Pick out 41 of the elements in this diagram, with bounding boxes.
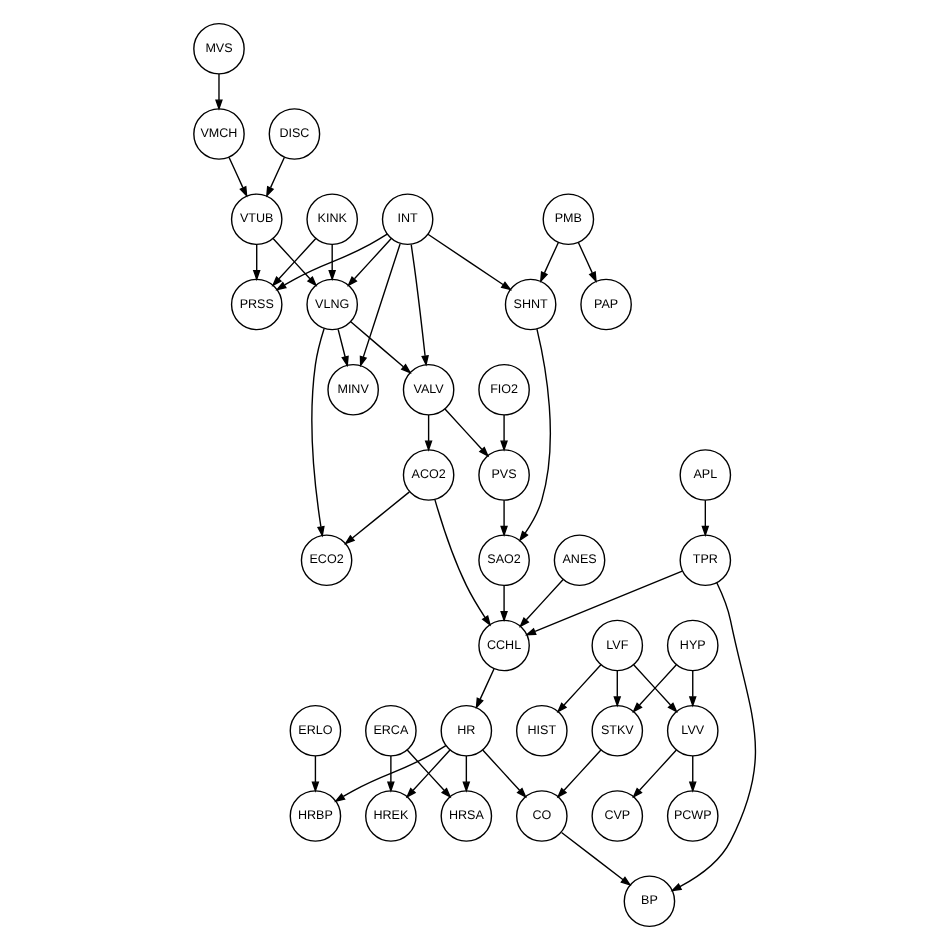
arrow	[310, 326, 324, 537]
arrow	[523, 569, 682, 635]
arrow	[538, 241, 558, 282]
arrow	[251, 242, 260, 281]
arrow	[433, 497, 491, 626]
arrow	[517, 327, 551, 541]
arrow	[443, 407, 489, 457]
arrow	[631, 663, 677, 713]
arrow	[474, 667, 494, 709]
arrow	[499, 413, 507, 451]
arrow	[555, 663, 601, 713]
arrow	[423, 413, 432, 451]
arrow	[687, 754, 696, 792]
arrow	[461, 754, 470, 792]
arrow	[669, 581, 756, 891]
arrow	[518, 577, 563, 627]
arrow	[274, 232, 387, 290]
arrow	[499, 498, 507, 536]
arrow	[346, 236, 391, 286]
arrow	[631, 748, 677, 798]
arrow	[559, 830, 631, 886]
arrow	[426, 232, 512, 290]
arrow	[612, 669, 621, 707]
arrow	[576, 241, 596, 282]
arrow	[343, 490, 410, 544]
arrow	[327, 242, 336, 281]
arrow	[265, 155, 285, 197]
arrow	[358, 242, 400, 367]
arrow	[385, 754, 394, 792]
arrow	[310, 754, 319, 792]
arrow	[214, 72, 222, 110]
arrow	[336, 327, 348, 367]
arrow	[481, 748, 526, 798]
arrow	[499, 583, 507, 622]
arrow	[349, 320, 411, 373]
arrow	[333, 744, 446, 802]
arrow	[555, 748, 601, 798]
arrow	[409, 242, 428, 366]
arrow	[700, 498, 709, 536]
arrow	[687, 669, 696, 707]
arrow	[227, 155, 247, 197]
